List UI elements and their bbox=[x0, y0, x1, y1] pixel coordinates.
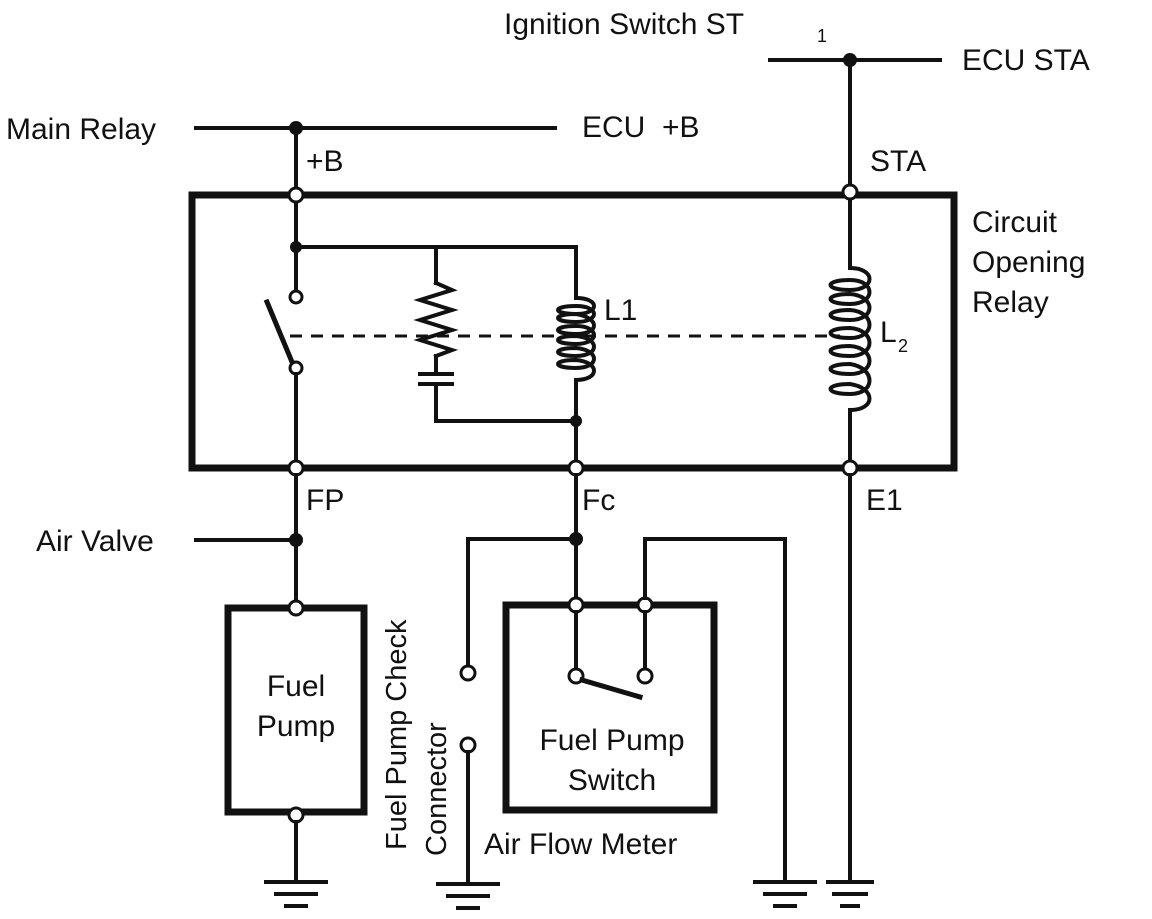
relay-name-line-2: Opening bbox=[972, 246, 1085, 279]
fuel-pump-switch bbox=[567, 610, 654, 701]
terminal-b-label: +B bbox=[306, 145, 344, 178]
main-relay-label: Main Relay bbox=[6, 113, 156, 146]
fp-line bbox=[194, 473, 303, 602]
ground-icon bbox=[753, 880, 817, 908]
terminal-e1-label: E1 bbox=[866, 484, 903, 517]
terminal-fc bbox=[567, 459, 585, 477]
circuit-opening-relay-box bbox=[188, 191, 958, 472]
terminal-fc-label: Fc bbox=[582, 484, 615, 517]
ecu-b-label: ECU +B bbox=[582, 111, 700, 144]
resistor-capacitor bbox=[413, 245, 578, 423]
main-relay-line bbox=[194, 121, 557, 194]
l1-label: L1 bbox=[604, 294, 637, 327]
check-connector-label-line-2: Connector bbox=[421, 722, 453, 856]
fuel-pump-check-connector bbox=[459, 664, 477, 882]
fc-line bbox=[466, 473, 583, 668]
air-valve-label: Air Valve bbox=[36, 525, 154, 558]
relay-name-line-1: Circuit bbox=[972, 206, 1058, 239]
coil-l2 bbox=[828, 196, 872, 467]
ignition-switch-label: Ignition Switch ST bbox=[504, 8, 744, 41]
ground-icon bbox=[264, 880, 328, 908]
terminal-fp bbox=[287, 459, 305, 477]
fuel-pump-label-line-1: Fuel bbox=[267, 670, 325, 703]
coil-l1 bbox=[556, 245, 596, 467]
ground-icon bbox=[436, 882, 500, 910]
terminal-fp-label: FP bbox=[306, 484, 344, 517]
ground-icon bbox=[826, 880, 874, 908]
terminal-sta-label: STA bbox=[870, 145, 926, 178]
ecu-sta-label: ECU STA bbox=[962, 44, 1090, 77]
fuel-pump-label-line-2: Pump bbox=[257, 710, 335, 743]
relay-name-line-3: Relay bbox=[972, 286, 1049, 319]
l2-label: L bbox=[880, 316, 897, 349]
air-flow-meter-box bbox=[502, 601, 718, 814]
relay-switch bbox=[263, 196, 304, 467]
fuel-pump-switch-label-line-1: Fuel Pump bbox=[539, 724, 684, 757]
l2-subscript: 2 bbox=[898, 336, 908, 356]
ignition-switch-subscript: 1 bbox=[817, 26, 827, 46]
terminal-sta bbox=[841, 183, 859, 201]
terminal-b bbox=[287, 186, 305, 204]
fuel-pump-switch-label-line-2: Switch bbox=[568, 764, 656, 797]
air-flow-meter-label: Air Flow Meter bbox=[484, 828, 677, 861]
check-connector-label-line-1: Fuel Pump Check bbox=[381, 619, 413, 850]
ignition-line bbox=[768, 53, 942, 194]
terminal-e1 bbox=[841, 459, 859, 477]
